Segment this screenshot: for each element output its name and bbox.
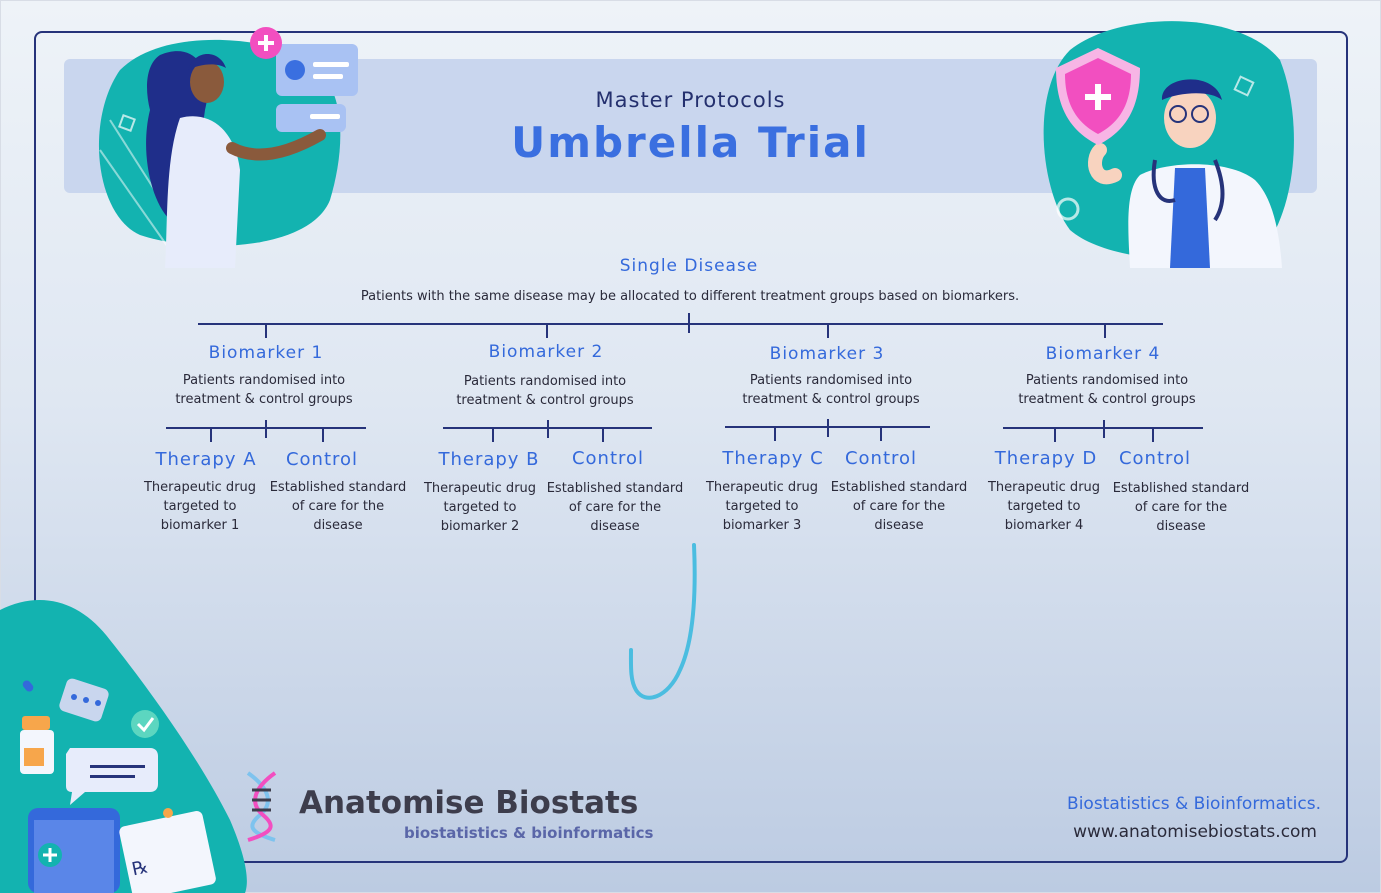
biomarker-2-description: Patients randomised into treatment & con… <box>456 372 633 410</box>
therapy-c-title: Therapy C <box>722 448 824 469</box>
control-3-desc-line1: Established standard <box>830 480 968 495</box>
control-4-description: Established standard of care for the dis… <box>1111 479 1251 536</box>
control-1-desc-line3: disease <box>313 518 363 533</box>
biomarker-1-title: Biomarker 1 <box>208 343 324 363</box>
control-1-desc-line2: of care for the <box>291 499 385 514</box>
therapy-d-title: Therapy D <box>994 448 1098 469</box>
footer-tagline: Biostatistics & Bioinformatics. <box>1067 794 1321 814</box>
control-2-description: Established standard of care for the dis… <box>545 479 685 536</box>
control-3-desc-line3: disease <box>874 518 924 533</box>
control-3-title: Control <box>844 448 918 469</box>
therapy-b-title: Therapy B <box>438 449 540 470</box>
therapy-a-description: Therapeutic drug targeted to biomarker 1 <box>130 478 270 535</box>
therapy-b-desc-line3: biomarker 2 <box>440 519 520 534</box>
biomarker-4-description: Patients randomised into treatment & con… <box>1018 371 1195 409</box>
biomarker-3-title: Biomarker 3 <box>769 344 885 364</box>
content-frame <box>34 31 1348 863</box>
control-1-description: Established standard of care for the dis… <box>268 478 408 535</box>
biomarker-2-desc-line2: treatment & control groups <box>456 393 634 408</box>
root-description: Patients with the same disease may be al… <box>360 289 1020 304</box>
therapy-a-title: Therapy A <box>155 449 257 470</box>
therapy-b-desc-line2: targeted to <box>443 500 517 515</box>
biomarker-4-desc-line2: treatment & control groups <box>1018 392 1196 407</box>
control-2-desc-line1: Established standard <box>546 481 684 496</box>
svg-text:℞: ℞ <box>130 856 150 880</box>
therapy-c-desc-line1: Therapeutic drug <box>705 480 819 495</box>
control-4-title: Control <box>1118 448 1192 469</box>
brand-tagline: biostatistics & bioinformatics <box>404 824 654 842</box>
therapy-d-description: Therapeutic drug targeted to biomarker 4 <box>974 478 1114 535</box>
biomarker-3-desc-line2: treatment & control groups <box>742 392 920 407</box>
control-2-desc-line3: disease <box>590 519 640 534</box>
biomarker-4-desc-line1: Patients randomised into <box>1025 373 1189 388</box>
biomarker-1-desc-line1: Patients randomised into <box>182 373 346 388</box>
therapy-d-desc-line2: targeted to <box>1007 499 1081 514</box>
therapy-b-desc-line1: Therapeutic drug <box>423 481 537 496</box>
control-1-title: Control <box>285 449 359 470</box>
footer-website-link[interactable]: www.anatomisebiostats.com <box>1073 822 1317 842</box>
diagram-subtitle: Master Protocols <box>595 88 786 112</box>
therapy-c-desc-line2: targeted to <box>725 499 799 514</box>
therapy-c-desc-line3: biomarker 3 <box>722 518 802 533</box>
therapy-d-desc-line3: biomarker 4 <box>1004 518 1084 533</box>
control-4-desc-line1: Established standard <box>1112 481 1250 496</box>
therapy-c-description: Therapeutic drug targeted to biomarker 3 <box>692 478 832 535</box>
therapy-a-desc-line2: targeted to <box>163 499 237 514</box>
biomarker-2-desc-line1: Patients randomised into <box>463 374 627 389</box>
biomarker-1-desc-line2: treatment & control groups <box>175 392 353 407</box>
control-2-desc-line2: of care for the <box>568 500 662 515</box>
biomarker-4-title: Biomarker 4 <box>1045 344 1161 364</box>
control-3-description: Established standard of care for the dis… <box>829 478 969 535</box>
therapy-a-desc-line3: biomarker 1 <box>160 518 240 533</box>
brand-name: Anatomise Biostats <box>299 785 639 821</box>
control-3-desc-line2: of care for the <box>852 499 946 514</box>
control-4-desc-line2: of care for the <box>1134 500 1228 515</box>
therapy-b-description: Therapeutic drug targeted to biomarker 2 <box>410 479 550 536</box>
therapy-a-desc-line1: Therapeutic drug <box>143 480 257 495</box>
biomarker-3-description: Patients randomised into treatment & con… <box>742 371 919 409</box>
control-1-desc-line1: Established standard <box>269 480 407 495</box>
therapy-d-desc-line1: Therapeutic drug <box>987 480 1101 495</box>
root-title: Single Disease <box>619 256 759 276</box>
diagram-title: Umbrella Trial <box>511 118 870 167</box>
biomarker-2-title: Biomarker 2 <box>488 342 604 362</box>
control-2-title: Control <box>571 448 645 469</box>
biomarker-3-desc-line1: Patients randomised into <box>749 373 913 388</box>
biomarker-1-description: Patients randomised into treatment & con… <box>175 371 352 409</box>
control-4-desc-line3: disease <box>1156 519 1206 534</box>
